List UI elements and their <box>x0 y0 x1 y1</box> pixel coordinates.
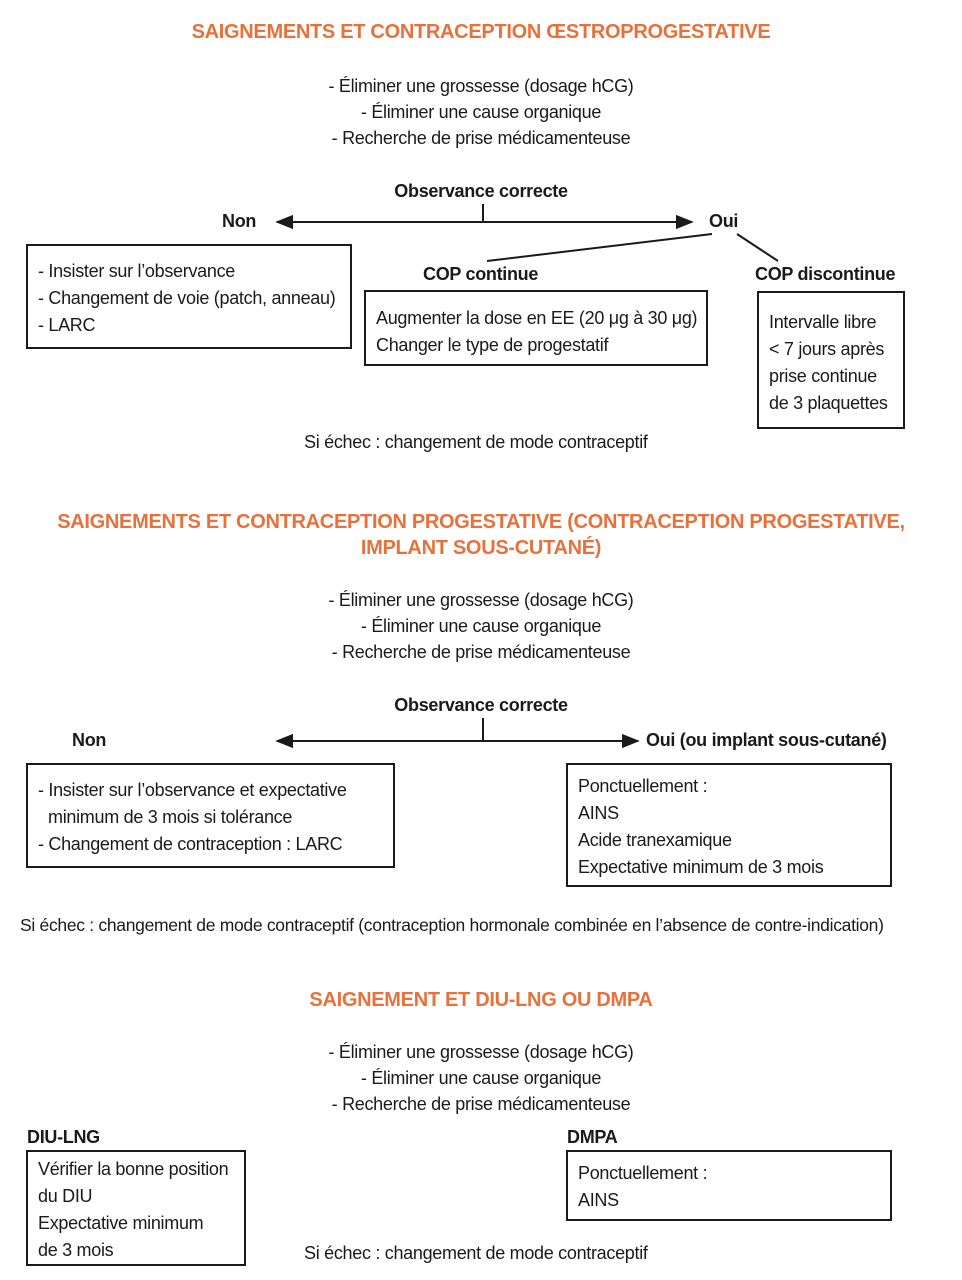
box-line: minimum de 3 mois si tolérance <box>48 807 293 827</box>
section2-check-pregnancy: - Éliminer une grossesse (dosage hCG) <box>328 590 634 610</box>
box-line: Augmenter la dose en EE (20 μg à 30 μg) <box>376 308 698 328</box>
oui-to-cop-discontinue <box>736 233 779 262</box>
section3-dmpa-label: DMPA <box>567 1127 618 1147</box>
box-line: Changer le type de progestatif <box>376 335 609 355</box>
box-line: Ponctuellement : <box>578 1163 708 1183</box>
section1-observance-label: Observance correcte <box>394 181 568 201</box>
box-line: AINS <box>578 1190 619 1210</box>
section3-check-medication: - Recherche de prise médicamenteuse <box>331 1094 631 1114</box>
section1-failure-note: Si échec : changement de mode contracept… <box>304 432 648 452</box>
section1-title: SAIGNEMENTS ET CONTRACEPTION ŒSTROPROGES… <box>191 21 771 43</box>
box-line: Expectative minimum de 3 mois <box>578 857 824 877</box>
box-line: - Changement de voie (patch, anneau) <box>38 288 336 308</box>
box-line: AINS <box>578 803 619 823</box>
box-line: Vérifier la bonne position <box>38 1159 229 1179</box>
section2-check-medication: - Recherche de prise médicamenteuse <box>331 642 631 662</box>
section2-non-label: Non <box>72 730 107 750</box>
box-line: - Insister sur l’observance <box>38 261 235 281</box>
box-line: Acide tranexamique <box>578 830 732 850</box>
section1-cop-discontinue-box: Intervalle libre < 7 jours après prise c… <box>757 291 905 429</box>
box-line: Intervalle libre <box>769 312 877 332</box>
section1-non-label: Non <box>222 211 257 231</box>
section1-cop-continue-box: Augmenter la dose en EE (20 μg à 30 μg) … <box>364 290 708 366</box>
section1-check-organic: - Éliminer une cause organique <box>360 102 602 122</box>
box-line: < 7 jours après <box>769 339 885 359</box>
box-line: - Insister sur l’observance et expectati… <box>38 780 347 800</box>
box-line: - LARC <box>38 315 96 335</box>
section2-check-organic: - Éliminer une cause organique <box>360 616 602 636</box>
section2-oui-box: Ponctuellement : AINS Acide tranexamique… <box>566 763 892 887</box>
section3-diu-label: DIU-LNG <box>27 1127 100 1147</box>
section3-dmpa-box: Ponctuellement : AINS <box>566 1150 892 1221</box>
box-line: prise continue <box>769 366 877 386</box>
section1-non-box: - Insister sur l’observance - Changement… <box>26 244 352 349</box>
box-line: Ponctuellement : <box>578 776 708 796</box>
section2-title-line2: IMPLANT SOUS-CUTANÉ) <box>360 537 602 559</box>
section2-title-line1: SAIGNEMENTS ET CONTRACEPTION PROGESTATIV… <box>57 511 905 533</box>
box-line: Expectative minimum <box>38 1213 204 1233</box>
section1-cop-discontinue-label: COP discontinue <box>755 264 896 284</box>
box-line: - Changement de contraception : LARC <box>38 834 343 854</box>
box-line: de 3 plaquettes <box>769 393 888 413</box>
box-line: de 3 mois <box>38 1240 114 1260</box>
section1-check-medication: - Recherche de prise médicamenteuse <box>331 128 631 148</box>
section2-failure-note: Si échec : changement de mode contracept… <box>20 915 884 935</box>
section3-check-organic: - Éliminer une cause organique <box>360 1068 602 1088</box>
section1-oui-label: Oui <box>709 211 739 231</box>
box-line: du DIU <box>38 1186 93 1206</box>
oui-to-cop-continue <box>486 233 713 262</box>
section3-check-pregnancy: - Éliminer une grossesse (dosage hCG) <box>328 1042 634 1062</box>
section1-check-pregnancy: - Éliminer une grossesse (dosage hCG) <box>328 76 634 96</box>
section3-diu-box: Vérifier la bonne position du DIU Expect… <box>26 1150 246 1266</box>
section1-cop-continue-label: COP continue <box>423 264 539 284</box>
section3-title: SAIGNEMENT ET DIU-LNG OU DMPA <box>309 989 653 1011</box>
section2-oui-label: Oui (ou implant sous-cutané) <box>646 730 887 750</box>
section2-non-box: - Insister sur l’observance et expectati… <box>26 763 395 868</box>
section2-observance-label: Observance correcte <box>394 695 568 715</box>
section3-failure-note: Si échec : changement de mode contracept… <box>304 1243 648 1263</box>
